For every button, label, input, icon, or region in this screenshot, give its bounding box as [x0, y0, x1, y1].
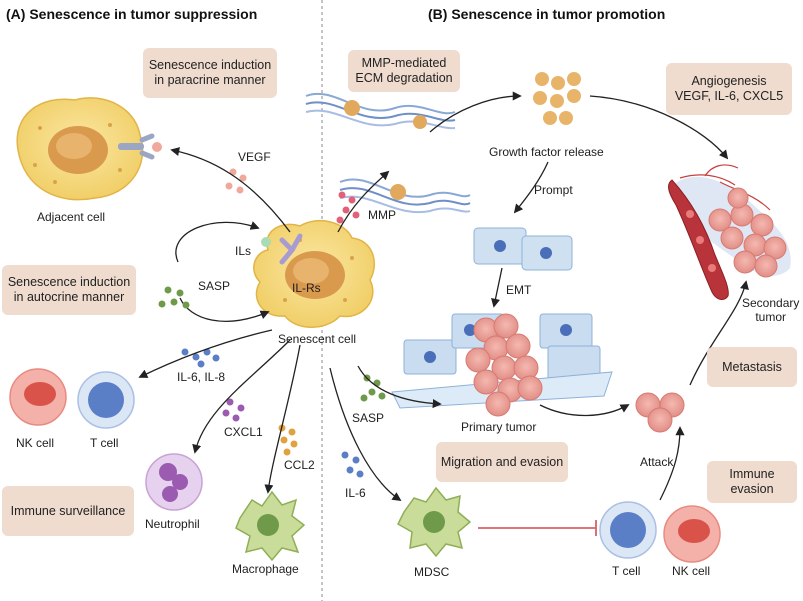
arrow-to-macrophage — [264, 344, 301, 494]
secondary-tumor-label: Secondary tumor — [742, 296, 800, 324]
sasp-right-label: SASP — [352, 411, 385, 425]
primary-tumor-label: Primary tumor — [461, 420, 537, 434]
arrow-to-secondary — [689, 280, 749, 386]
paracrine-box: Senescence induction in paracrine manner — [143, 48, 277, 98]
sasp-left-label: SASP — [198, 279, 231, 293]
migration-evasion-box: Migration and evasion — [436, 442, 568, 482]
cxcl1-dots — [222, 398, 245, 422]
growth-factors-icon — [533, 72, 581, 125]
il6-il8-dots — [181, 348, 220, 368]
arrow-to-neutrophil — [192, 339, 291, 454]
angiogenesis-box: Angiogenesis VEGF, IL-6, CXCL5 — [666, 63, 792, 115]
arrow-emt — [491, 267, 503, 308]
adjacent-cell-label: Adjacent cell — [37, 210, 106, 224]
arrow-mmp-to-ecm — [337, 170, 390, 233]
mmp-label: MMP — [368, 208, 396, 222]
sasp-dots-right — [360, 374, 386, 402]
attack-label: Attack — [640, 455, 674, 469]
metastasis-box: Metastasis — [707, 347, 797, 387]
arrow-attack — [659, 426, 685, 501]
senescent-cell-label: Senescent cell — [278, 332, 357, 346]
arrow-to-growth-factors — [429, 91, 522, 133]
immune-surveillance-box: Immune surveillance — [2, 486, 134, 536]
tumor-cluster-icon — [635, 392, 685, 433]
il-rs-label: IL-Rs — [292, 281, 321, 295]
arrow-prompt — [513, 161, 549, 214]
blood-vessel-icon — [668, 164, 791, 300]
arrow-to-angiogenesis — [589, 95, 729, 160]
t-cell-right-icon — [599, 501, 657, 559]
t-cell-left-icon — [77, 371, 135, 429]
neutrophil-label: Neutrophil — [145, 517, 200, 531]
immune-evasion-box: Immune evasion — [707, 461, 797, 503]
sasp-dots-left — [158, 286, 190, 309]
cxcl1-label: CXCL1 — [224, 425, 263, 439]
mdsc-label: MDSC — [414, 565, 450, 579]
receptor-icon — [118, 133, 162, 160]
nk-cell-right-icon — [663, 505, 721, 563]
arrow-to-lymphocytes — [138, 329, 273, 378]
ccl2-dots — [278, 424, 298, 456]
arrow-tumor-to-cluster — [539, 404, 630, 417]
il6-il8-label: IL-6, IL-8 — [177, 370, 226, 384]
ccl2-label: CCL2 — [284, 458, 315, 472]
arrow-to-mdsc — [329, 367, 402, 502]
nk-cell-right-label: NK cell — [672, 564, 711, 578]
inhibition-line — [478, 520, 597, 536]
neutrophil-icon — [145, 453, 203, 511]
t-cell-right-label: T cell — [612, 564, 641, 578]
panel-a-title: (A) Senescence in tumor suppression — [6, 6, 258, 22]
autocrine-loop-bottom — [179, 297, 270, 322]
ecm-fibers-icon — [305, 93, 471, 214]
il6-label: IL-6 — [345, 486, 366, 500]
autocrine-box: Senescence induction in autocrine manner — [2, 265, 136, 315]
mmp-dots — [336, 191, 360, 224]
macrophage-label: Macrophage — [232, 562, 299, 576]
mmp-ecm-box: MMP-mediated ECM degradation — [348, 50, 460, 92]
arrow-sasp-to-tumor — [357, 365, 442, 409]
primary-tumor-icon — [391, 313, 613, 417]
mdsc-icon — [397, 486, 472, 558]
il-receptor-icon — [261, 233, 303, 265]
growth-factor-release-label: Growth factor release — [489, 145, 604, 159]
macrophage-icon — [235, 490, 306, 562]
il6-dots — [341, 451, 364, 478]
senescent-cell-icon — [253, 219, 375, 328]
ils-label: ILs — [235, 244, 252, 258]
prompt-label: Prompt — [534, 183, 573, 197]
nk-cell-left-icon — [9, 368, 67, 426]
emt-cells-icon — [473, 227, 573, 271]
emt-label: EMT — [506, 283, 532, 297]
adjacent-cell-icon — [16, 97, 144, 201]
arrow-to-adjacent — [170, 147, 291, 233]
autocrine-loop-top — [175, 221, 260, 263]
t-cell-left-label: T cell — [90, 436, 119, 450]
vegf-label: VEGF — [238, 150, 271, 164]
nk-cell-left-label: NK cell — [16, 436, 55, 450]
panel-b-title: (B) Senescence in tumor promotion — [428, 6, 666, 22]
